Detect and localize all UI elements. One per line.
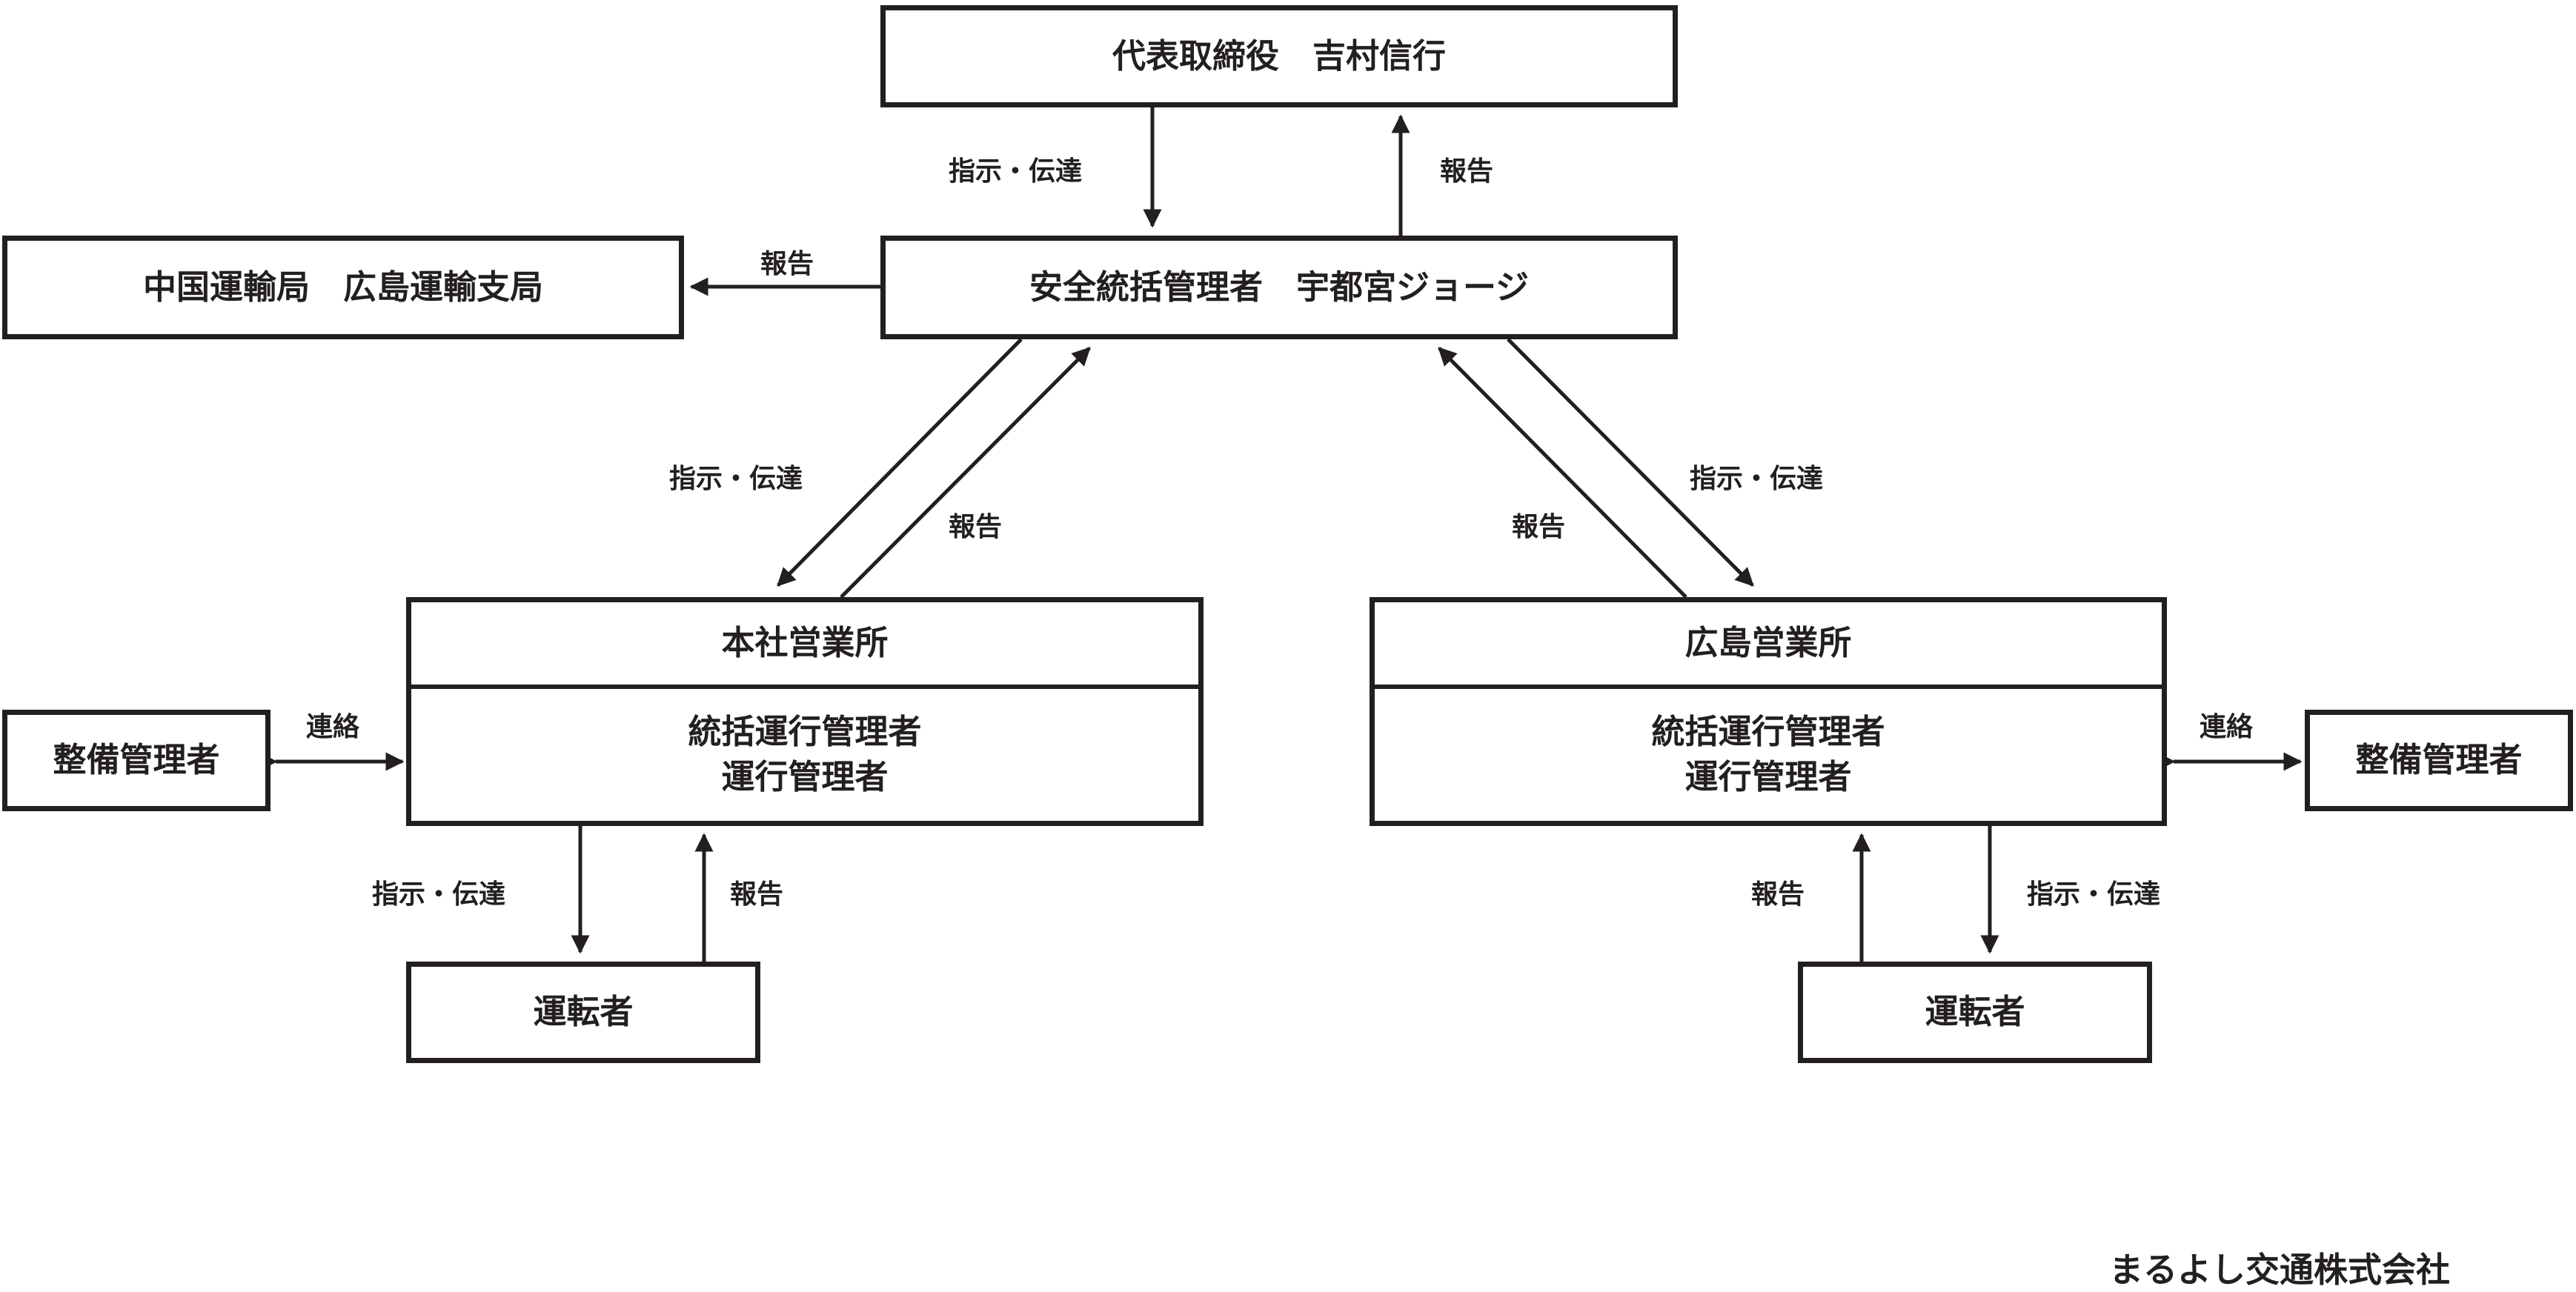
- honsha-role-manager: 運行管理者: [721, 757, 889, 796]
- safety-manager-box: 安全統括管理者 宇都宮ジョージ: [880, 236, 1678, 339]
- honsha-office-roles: 統括運行管理者 運行管理者: [411, 689, 1198, 821]
- hiroshima-role-manager: 運行管理者: [1684, 757, 1852, 796]
- arrow-safety-to-honsha: [777, 338, 1023, 587]
- ceo-name: 代表取締役 吉村信行: [1112, 36, 1446, 76]
- label-driver-left-report: 報告: [730, 879, 784, 910]
- company-name: まるよし交通株式会社: [2109, 1250, 2450, 1290]
- label-hiroshima-instruct: 指示・伝達: [1690, 464, 1824, 494]
- transport-bureau-box: 中国運輸局 広島運輸支局: [2, 236, 684, 339]
- maintenance-manager-right: 整備管理者: [2355, 740, 2523, 780]
- honsha-office-box: 本社営業所 統括運行管理者 運行管理者: [406, 597, 1204, 826]
- arrow-safety-to-hiroshima: [1507, 338, 1754, 587]
- driver-left: 運転者: [533, 992, 634, 1032]
- label-honsha-report: 報告: [949, 512, 1003, 542]
- ceo-box: 代表取締役 吉村信行: [880, 5, 1678, 107]
- label-ceo-report: 報告: [1440, 156, 1494, 187]
- maintenance-manager-right-box: 整備管理者: [2305, 710, 2573, 811]
- honsha-office-title-row: 本社営業所: [411, 602, 1198, 689]
- hiroshima-office-title: 広島営業所: [1684, 623, 1852, 663]
- label-driver-right-report: 報告: [1751, 879, 1805, 910]
- label-hiroshima-report: 報告: [1512, 512, 1566, 542]
- arrow-hiroshima-to-safety: [1438, 347, 1687, 599]
- honsha-role-general-manager: 統括運行管理者: [688, 712, 922, 752]
- hiroshima-role-general-manager: 統括運行管理者: [1651, 712, 1885, 752]
- hiroshima-office-box: 広島営業所 統括運行管理者 運行管理者: [1370, 597, 2167, 826]
- label-maintenance-right-contact: 連絡: [2200, 712, 2254, 742]
- driver-right: 運転者: [1925, 992, 2025, 1032]
- driver-left-box: 運転者: [406, 962, 760, 1063]
- label-bureau-report: 報告: [760, 249, 814, 279]
- hiroshima-office-roles: 統括運行管理者 運行管理者: [1375, 689, 2162, 821]
- label-maintenance-left-contact: 連絡: [306, 712, 360, 742]
- label-ceo-instruct: 指示・伝達: [949, 156, 1083, 187]
- maintenance-manager-left: 整備管理者: [53, 740, 220, 780]
- honsha-office-title: 本社営業所: [721, 623, 889, 663]
- hiroshima-office-title-row: 広島営業所: [1375, 602, 2162, 689]
- maintenance-manager-left-box: 整備管理者: [2, 710, 270, 811]
- label-driver-right-instruct: 指示・伝達: [2027, 879, 2161, 910]
- driver-right-box: 運転者: [1798, 962, 2152, 1063]
- safety-manager-name: 安全統括管理者 宇都宮ジョージ: [1029, 267, 1530, 307]
- label-honsha-instruct: 指示・伝達: [669, 464, 803, 494]
- arrow-honsha-to-safety: [840, 347, 1091, 599]
- label-driver-left-instruct: 指示・伝達: [372, 879, 506, 910]
- transport-bureau-name: 中国運輸局 広島運輸支局: [142, 267, 543, 307]
